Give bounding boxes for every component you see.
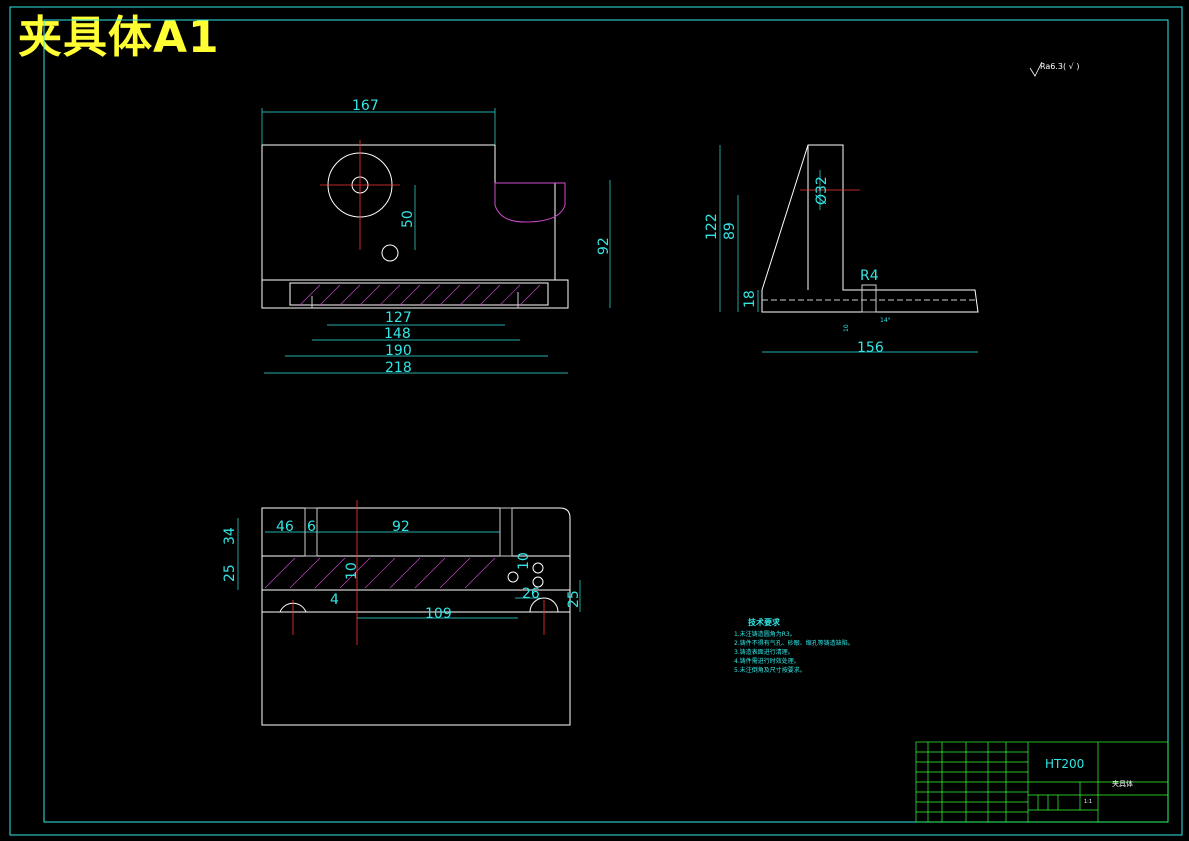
roughness-symbol: Ra6.3( √ ) (1029, 61, 1079, 77)
front-dim-167: 167 (352, 98, 379, 114)
side-dim-122: 122 (704, 213, 720, 240)
inner-frame (43, 19, 1169, 823)
front-dim-190: 190 (385, 343, 412, 359)
tech-requirement-2: 2.铸件不得有气孔、砂眼、缩孔等铸造缺陷。 (734, 639, 854, 647)
top-dim-46: 46 (276, 519, 294, 535)
top-view-centerlines (292, 500, 545, 645)
tech-requirement-1: 1.未注铸造圆角为R3。 (734, 630, 796, 638)
top-view (261, 507, 571, 726)
title-block-scale: 1:1 (1084, 799, 1092, 805)
front-dim-218: 218 (385, 360, 412, 376)
top-dim-26: 26 (522, 586, 540, 602)
top-dim-10b: 10 (516, 552, 532, 570)
outer-frame (9, 6, 1183, 836)
front-view-centerlines (320, 140, 400, 250)
tech-requirement-3: 3.铸造表面进行清理。 (734, 648, 794, 656)
top-dim-4: 4 (330, 592, 339, 608)
tech-requirements: 技术要求 1.未注铸造圆角为R3。 2.铸件不得有气孔、砂眼、缩孔等铸造缺陷。 … (734, 617, 854, 674)
side-dim-r4: R4 (860, 268, 879, 284)
top-dim-25b: 25 (566, 590, 582, 608)
side-dim-phi32: Ø32 (814, 176, 830, 205)
top-dim-92: 92 (392, 519, 410, 535)
top-view-hatch (264, 557, 496, 589)
top-dim-6: 6 (307, 519, 316, 535)
roughness-label: Ra6.3( √ ) (1040, 62, 1079, 71)
title-block-material: HT200 (1045, 757, 1084, 771)
side-dim-10: 10 (843, 324, 850, 332)
side-view (761, 144, 979, 313)
top-dim-25: 25 (222, 564, 238, 582)
top-dim-109: 109 (425, 606, 452, 622)
title-block-part-name: 夹具体 (1112, 779, 1133, 788)
front-view-hatch (299, 284, 541, 306)
front-dim-50: 50 (400, 210, 416, 228)
tech-requirement-4: 4.铸件需进行时效处理。 (734, 657, 800, 665)
side-dim-14deg: 14° (880, 317, 891, 324)
front-dim-127: 127 (385, 310, 412, 326)
top-view-dimensions (237, 518, 581, 619)
title-block (915, 741, 1169, 823)
front-dim-92: 92 (596, 237, 612, 255)
top-dim-34: 34 (222, 527, 238, 545)
side-view-dimensions (719, 145, 978, 353)
side-dim-156: 156 (857, 340, 884, 356)
side-dim-18: 18 (742, 290, 758, 308)
front-dim-148: 148 (384, 326, 411, 342)
side-dim-89: 89 (722, 222, 738, 240)
front-view-dimensions (261, 108, 611, 374)
drawing-title: 夹具体A1 (18, 12, 220, 63)
top-dim-10a: 10 (344, 562, 360, 580)
tech-requirements-title: 技术要求 (748, 617, 781, 627)
tech-requirement-5: 5.未注倒角及尺寸按要求。 (734, 666, 806, 674)
